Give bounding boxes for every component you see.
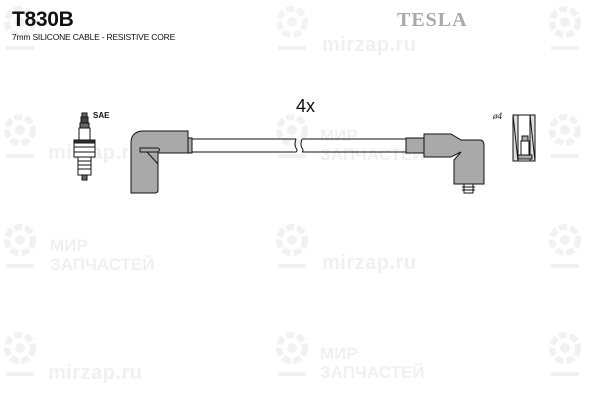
watermark-pin-icon (4, 332, 36, 376)
watermark-pin-icon (549, 224, 581, 268)
watermark-pin-icon (549, 114, 581, 158)
part-number-title: T830B (12, 8, 74, 31)
right-distributor-boot-icon (405, 133, 485, 194)
watermark-pin-icon (549, 6, 581, 50)
watermark-pin-icon (276, 332, 308, 376)
terminal-diameter-label: ø4 (493, 111, 502, 121)
ignition-cable (192, 138, 406, 153)
watermark-pin-icon (276, 114, 308, 158)
brand-logo: TESLA (397, 9, 468, 31)
watermark-pin-icon (4, 224, 36, 268)
left-plug-boot-icon (130, 130, 193, 194)
terminal-cap-icon (512, 114, 536, 162)
spark-plug-type-label: SAE (93, 111, 110, 120)
product-description: 7mm SILICONE CABLE - RESISTIVE CORE (12, 32, 176, 42)
watermark-pin-icon (4, 114, 36, 158)
watermark-pin-icon (276, 224, 308, 268)
watermark-pin-icon (276, 6, 308, 50)
watermark-pin-icon (549, 332, 581, 376)
spark-plug-icon (73, 112, 96, 181)
quantity-label: 4x (296, 96, 316, 116)
watermark-pin-icon (4, 6, 36, 50)
